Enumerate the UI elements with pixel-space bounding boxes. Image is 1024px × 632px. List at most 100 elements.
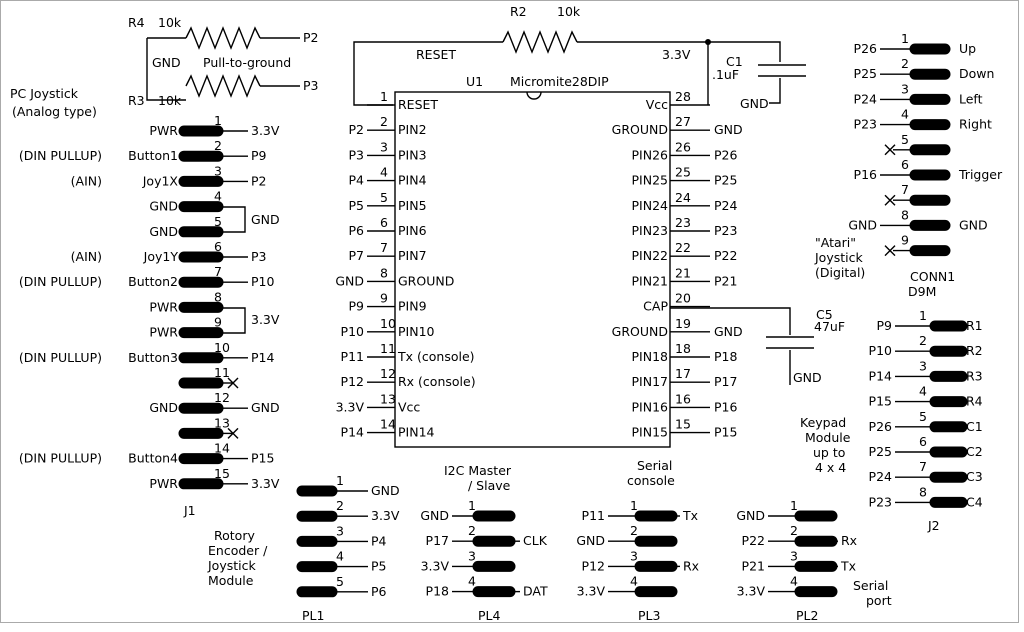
- u1-pin-name: Vcc: [398, 399, 420, 414]
- pl2-pin-right-label: Tx: [840, 558, 856, 573]
- conn1-pin-label: Left: [959, 91, 983, 106]
- conn1-desc-3: (Digital): [815, 265, 865, 280]
- j1-pin-number: 6: [214, 239, 222, 254]
- j1-pin-note: (DIN PULLUP): [19, 451, 102, 466]
- j2-pin-number: 1: [919, 308, 927, 323]
- pl3-title-1: Serial: [637, 458, 672, 473]
- u1-pin-number: 22: [675, 240, 691, 255]
- j1-pin-label: Button3: [128, 350, 178, 365]
- r4-resistor: [185, 26, 261, 50]
- u1-pin-name: PIN9: [398, 299, 427, 314]
- conn1-pin-number: 9: [901, 233, 909, 248]
- u1-pin-name: PIN26: [632, 147, 669, 162]
- conn1-pin-net: P25: [854, 66, 877, 81]
- j2-pin-net: P15: [869, 394, 892, 409]
- u1-pin-net: P15: [714, 425, 737, 440]
- pl4-pin-number: 3: [468, 548, 476, 563]
- pulldown-gnd-wire: [146, 38, 186, 101]
- conn1-pin-number: 2: [901, 56, 909, 71]
- pl2-pin-left-label: P22: [742, 533, 765, 548]
- j2-pin-net: P23: [869, 494, 892, 509]
- j1-pin-net: P15: [251, 451, 274, 466]
- u1-pin-net: P21: [714, 273, 737, 288]
- conn1-pin-net: P16: [854, 167, 877, 182]
- u1-pin-net: P14: [341, 425, 364, 440]
- j2-pin-label: C2: [966, 444, 983, 459]
- r3-resistor: [185, 74, 261, 98]
- u1-pin-net: P23: [714, 223, 737, 238]
- u1-pin-number: 25: [675, 165, 691, 180]
- j2-pin-number: 2: [919, 333, 927, 348]
- j1-pin-label: GND: [149, 400, 178, 415]
- r2-resistor: [502, 30, 578, 54]
- pl2-title-1: Serial: [853, 578, 888, 593]
- conn1-pin-net: P26: [854, 41, 877, 56]
- pl4-pin-number: 4: [468, 574, 476, 589]
- pl3-title-2: console: [627, 473, 675, 488]
- j1-pin-label: Button4: [128, 451, 178, 466]
- u1-pin-name: GROUND: [612, 324, 668, 339]
- pl1-desc-2: Encoder /: [208, 543, 268, 558]
- pl4-pin-right-label: CLK: [523, 533, 548, 548]
- pl4-ref: PL4: [478, 608, 501, 623]
- j1-pin-label: Joy1X: [142, 173, 179, 188]
- u1-pin-name: PIN10: [398, 324, 435, 339]
- pl1-pin-number: 2: [336, 498, 344, 513]
- j1-pin-note: (DIN PULLUP): [19, 274, 102, 289]
- conn1-pin-label: Down: [959, 66, 994, 81]
- reset-wire: [353, 41, 503, 106]
- j1-pin-label: Joy1Y: [143, 249, 179, 264]
- j1-pin-number: 5: [214, 214, 222, 229]
- pl1-pin-net: GND: [371, 483, 400, 498]
- conn1-type: D9M: [908, 284, 936, 299]
- u1-pin-number: 24: [675, 190, 691, 205]
- j2-pin-net: P14: [869, 368, 892, 383]
- j1-pin-number: 3: [214, 163, 222, 178]
- pl3-pin-left-label: P12: [582, 558, 605, 573]
- u1-pin-net: P11: [341, 349, 364, 364]
- u1-pin-net: P9: [349, 299, 365, 314]
- u1-pin-number: 18: [675, 341, 691, 356]
- j1-pin-net: P14: [251, 350, 274, 365]
- j2-pin-label: R2: [966, 343, 983, 358]
- u1-pin-net: GND: [335, 273, 364, 288]
- j1-pin-note: (AIN): [71, 249, 102, 264]
- u1-pin-name: PIN18: [632, 349, 669, 364]
- u1-pin-name: PIN25: [632, 173, 668, 188]
- j2-pin-number: 6: [919, 434, 927, 449]
- pl3-pin-right-label: Tx: [682, 508, 698, 523]
- u1-pin-name: PIN16: [632, 399, 669, 414]
- u1-pin-net: GND: [714, 122, 743, 137]
- j1-pin-label: GND: [149, 199, 178, 214]
- u1-pin-net: P6: [349, 223, 365, 238]
- j2-desc-4: 4 x 4: [815, 460, 846, 475]
- j1-pin-13-noconnect-b: [227, 427, 239, 439]
- pulldown-label: Pull-to-ground: [203, 55, 291, 70]
- u1-pin-number: 9: [380, 291, 388, 306]
- u1-pin-number: 21: [675, 265, 691, 280]
- j1-pin-label: PWR: [149, 299, 178, 314]
- j1-ref: J1: [183, 503, 196, 518]
- u1-pin-name: PIN15: [632, 425, 668, 440]
- u1-pin-number: 19: [675, 316, 691, 331]
- j2-pin-label: R1: [966, 318, 983, 333]
- pl1-pin-net: P4: [371, 533, 387, 548]
- j1-pin-number: 11: [214, 365, 230, 380]
- conn1-desc-2: Joystick: [814, 250, 863, 265]
- j1-pin-label: PWR: [149, 123, 178, 138]
- pl4-title-2: / Slave: [468, 478, 511, 493]
- c5-gnd: GND: [793, 370, 822, 385]
- u1-pin-number: 12: [380, 366, 396, 381]
- u1-pin-name: Rx (console): [398, 374, 476, 389]
- conn1-pin-label: GND: [959, 217, 988, 232]
- j1-bridge-8-9: [221, 307, 246, 334]
- pl4-pin-number: 1: [468, 498, 476, 513]
- u1-left-pins: 1RESET2PIN2P23PIN3P34PIN4P45PIN5P56PIN6P…: [335, 89, 475, 440]
- u1-pin-number: 6: [380, 215, 388, 230]
- conn1-pin-7-noconnect-b: [884, 194, 896, 206]
- u1-pin-net: P22: [714, 248, 737, 263]
